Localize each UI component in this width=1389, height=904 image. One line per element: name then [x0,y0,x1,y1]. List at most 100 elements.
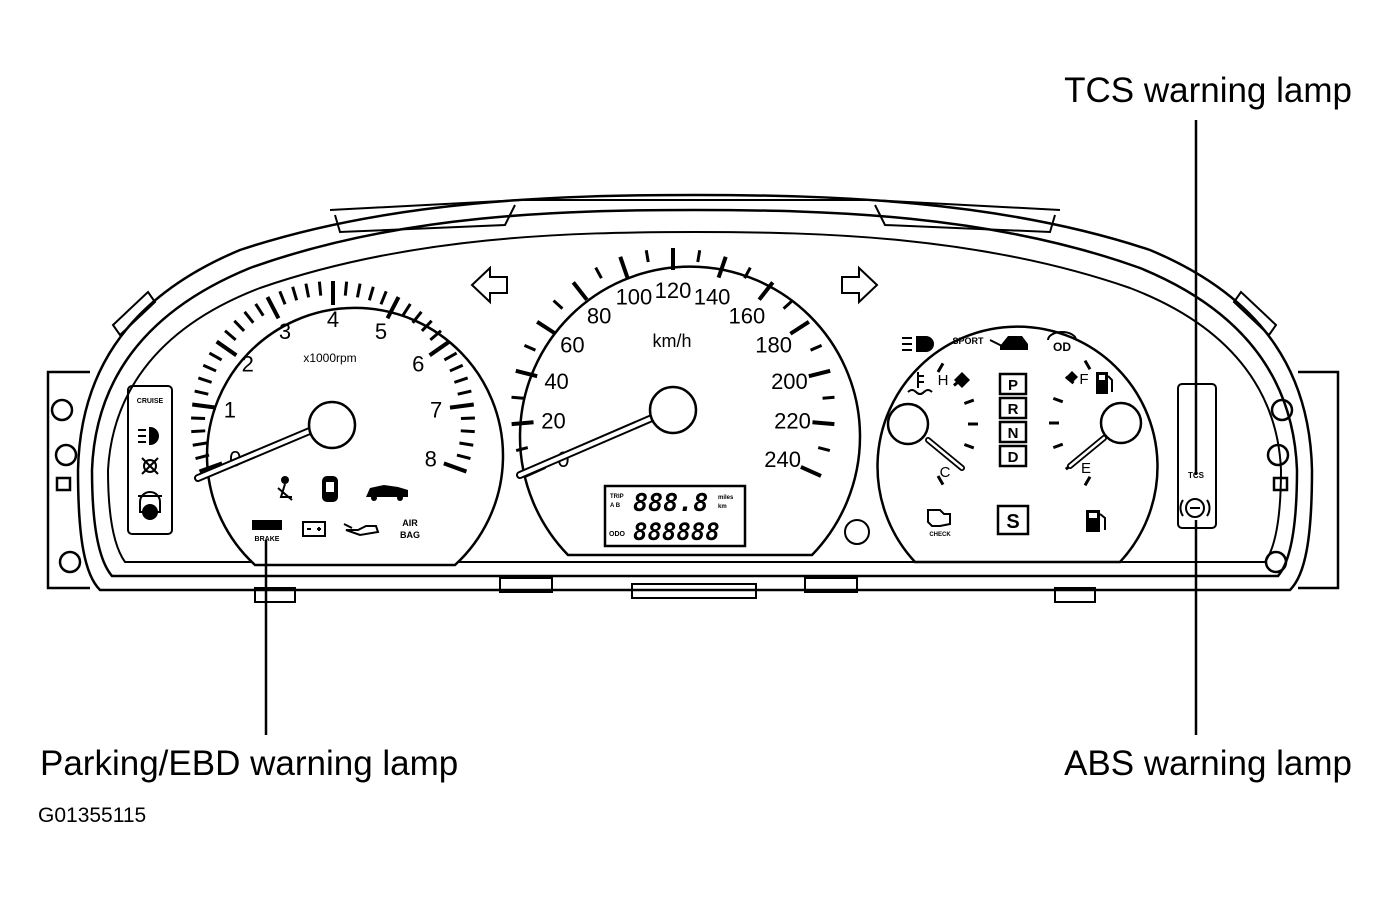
tach-label: 3 [279,319,291,344]
speed-label: 100 [616,285,653,310]
tach-minor-tick [245,312,254,323]
tach-major-tick [217,342,237,356]
tach-minor-tick [381,291,386,304]
od-label: OD [1053,340,1071,354]
speed-label: 60 [560,333,584,358]
tach-label: 2 [242,351,254,376]
tach-minor-tick [319,282,320,296]
tach-minor-tick [203,365,216,371]
figure-code: G01355115 [38,804,146,827]
left-mount-hole-bottom [60,552,80,572]
tach-minor-tick [198,378,211,382]
unit-km: km [718,504,727,510]
cruise-label: CRUISE [137,398,164,405]
speed-minor-tick [823,397,835,398]
odo-label: ODO [609,531,626,538]
speed-label: 40 [544,369,568,394]
sport-mode-letter: S [1006,511,1019,533]
speed-major-tick [537,322,555,334]
speed-label: 160 [729,303,766,328]
speed-major-tick [512,422,534,424]
tach-minor-tick [195,391,209,394]
speed-label: 200 [771,369,808,394]
tach-minor-tick [225,331,236,340]
speed-minor-tick [511,397,523,398]
speed-minor-tick [524,345,535,350]
check-label: CHECK [929,532,951,538]
right-mounting-ear [1298,372,1338,588]
tach-minor-tick [191,431,205,432]
trip-mode-label: A B [610,503,621,509]
trip-label: TRIP [610,494,624,500]
tach-minor-tick [306,284,309,298]
tach-minor-tick [403,304,411,316]
speed-minor-tick [554,301,563,309]
temp-hot-label: H [938,372,949,389]
gear-letter-n: N [1008,425,1019,442]
tach-minor-tick [369,287,373,300]
tach-minor-tick [280,291,285,304]
tachometer-unit: x1000rpm [303,351,356,365]
odo-value: 888888 [633,518,720,546]
tach-minor-tick [461,431,475,432]
left-mount-hole-top [52,400,72,420]
airbag-label-line2: BAG [400,530,420,540]
tach-label: 4 [327,307,339,332]
headlamp-high-beam-icon [902,336,934,352]
door-ajar-icon [322,476,338,502]
speed-minor-tick [646,250,648,262]
sport-mode-indicator: S [998,506,1028,534]
speed-label: 220 [774,408,811,433]
fuel-full-label: F [1079,371,1088,388]
sport-label: SPORT [952,336,984,346]
gear-letter-d: D [1008,449,1019,466]
tach-minor-tick [293,287,297,300]
tcs-callout-label: TCS warning lamp [1064,71,1352,110]
abs-callout-label: ABS warning lamp [1064,744,1352,783]
left-side-tab [113,292,155,335]
abs-warning-icon [1180,499,1209,517]
parking-ebd-callout-label: Parking/EBD warning lamp [40,744,458,783]
odometer-display: TRIP A B 888.8 miles km ODO 888888 [605,486,745,546]
temp-needle-hub [888,404,928,444]
speed-label: 120 [655,278,692,303]
gear-letter-p: P [1008,377,1018,394]
speed-minor-tick [596,268,602,279]
fuel-needle-hub [1101,403,1141,443]
tach-label: 5 [375,319,387,344]
tach-minor-tick [209,353,221,360]
speed-major-tick [812,422,834,424]
tach-label: 6 [412,351,424,376]
trip-reset-knob [845,520,869,544]
tach-minor-tick [256,304,264,316]
unit-miles: miles [718,495,734,501]
tach-major-tick [267,297,278,318]
tach-minor-tick [234,321,244,331]
speed-label: 240 [764,447,801,472]
tachometer-face [207,308,503,565]
speed-label: 140 [694,285,731,310]
speed-label: 180 [755,333,792,358]
right-side-tab [1234,292,1276,335]
speed-minor-tick [698,250,700,262]
tach-label: 7 [430,397,442,422]
tach-label: 8 [425,447,437,472]
gear-letter-r: R [1008,401,1019,418]
speed-label: 20 [541,408,565,433]
left-mount-slot [57,478,70,490]
trip-value: 888.8 [633,488,708,517]
speedometer-unit: km/h [652,331,691,351]
cruise-indicator-icon [142,458,158,474]
security-indicator-icon [138,492,162,520]
tach-minor-tick [193,443,207,445]
speed-major-tick [573,282,587,299]
fuel-empty-label: E [1081,460,1091,477]
right-turn-arrow-icon [842,268,877,302]
left-mount-hole-mid [56,445,76,465]
tach-minor-tick [357,284,360,298]
tach-label: 1 [224,397,236,422]
speed-major-tick [620,257,627,278]
fog-lamp-icon [138,428,158,444]
